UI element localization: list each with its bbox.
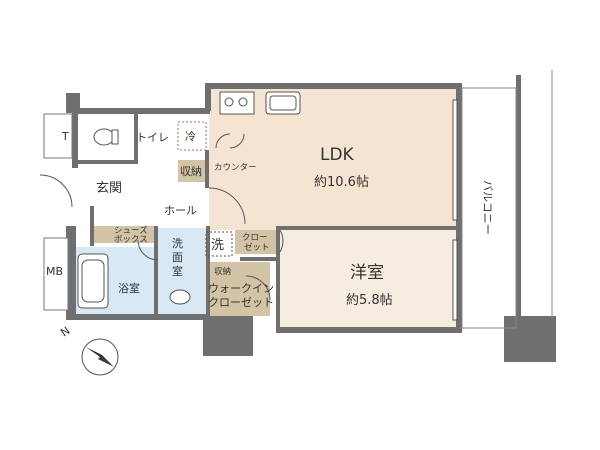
hall-label: ホール: [164, 204, 197, 217]
svg-text:バルコニー: バルコニー: [481, 180, 494, 235]
fridge-label: 冷: [185, 130, 196, 143]
washroom-label-2: 面: [172, 251, 183, 264]
washer-box: [205, 231, 233, 257]
shoe-box-label-2: ボックス: [114, 235, 148, 245]
washroom-label-1: 洗: [172, 237, 183, 250]
doors: [39, 133, 284, 301]
fridge-box: [177, 121, 207, 151]
bath-label: 浴室: [118, 281, 140, 295]
compass: N: [58, 324, 119, 376]
t-box: [43, 113, 73, 159]
toilet-fixture: [93, 128, 119, 146]
walk-in-label-2: クローゼット: [208, 296, 274, 309]
walk-in-label-1: ウォークイン: [208, 282, 274, 295]
windows: [452, 99, 458, 321]
room-fills: [72, 88, 459, 330]
toilet-label: トイレ: [136, 131, 169, 144]
closet-label-2: ゼット: [244, 242, 270, 253]
small-storage-label: 収納: [180, 165, 202, 178]
shoe-box-area: [94, 226, 154, 243]
closet-area: [235, 230, 279, 254]
genkan-label: 玄関: [96, 181, 122, 196]
western-room-label: 洋室: [350, 263, 384, 283]
t-label: T: [61, 130, 69, 143]
compass-north-label: N: [58, 324, 72, 339]
balcony-area: [461, 87, 517, 329]
mb-label: MB: [46, 265, 63, 278]
ldk-label: LDK: [320, 145, 355, 165]
washer-label: 洗: [211, 238, 224, 253]
western-room-area: [280, 230, 459, 330]
balcony-label: バルコニー: [481, 180, 494, 235]
mb-box: [43, 237, 69, 311]
bathtub: [77, 253, 109, 309]
washroom-label-3: 室: [172, 264, 183, 278]
closet-label-1: クロー: [242, 233, 268, 243]
storage-label: 収納: [214, 266, 231, 277]
wash-basin: [169, 289, 191, 305]
storage-near-closet: [206, 265, 236, 277]
walls: [66, 75, 556, 362]
kitchen-fixtures: [219, 91, 301, 115]
ldk-size: 約10.6帖: [314, 175, 369, 190]
small-storage-area: [178, 160, 206, 182]
western-room-size: 約5.8帖: [346, 293, 393, 308]
shoe-box-label-1: シューズ: [114, 225, 148, 236]
counter-label: カウンター: [214, 163, 257, 173]
